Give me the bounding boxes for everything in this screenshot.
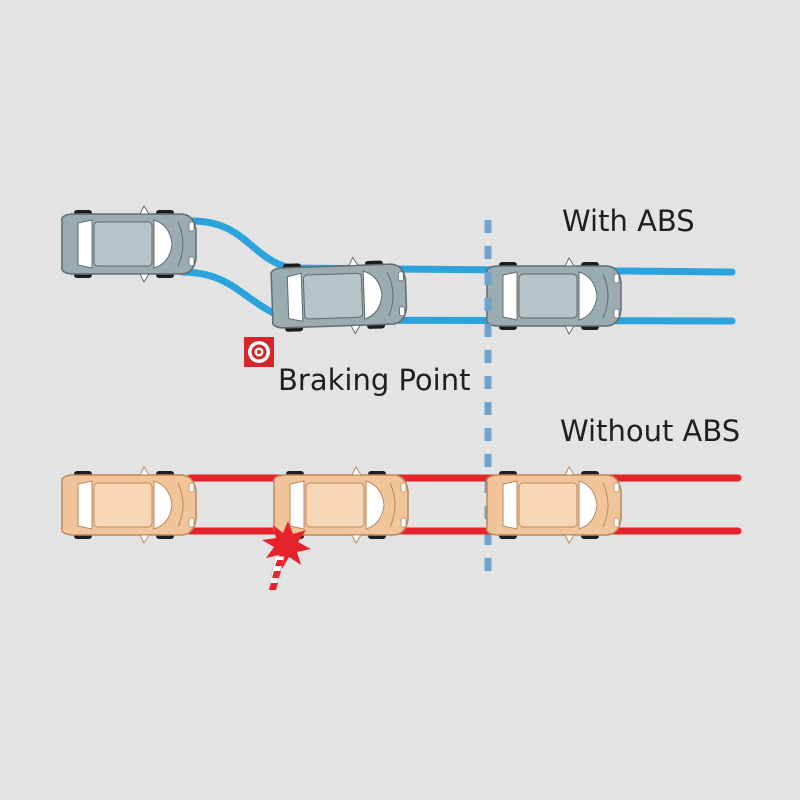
- car-with-abs-braking: [269, 254, 409, 338]
- without-abs-section: Without ABS: [60, 414, 742, 591]
- car-without-abs-start: [60, 466, 197, 544]
- collision-burst-icon: [262, 521, 311, 569]
- with-abs-track-lower: [178, 268, 736, 325]
- car-with-abs-start: [60, 205, 197, 283]
- without-abs-label: Without ABS: [560, 414, 740, 448]
- with-abs-section: With ABS: [60, 204, 736, 338]
- braking-point-marker: Braking Point: [244, 337, 470, 397]
- car-without-abs-stopped: [485, 466, 622, 544]
- braking-point-label: Braking Point: [278, 363, 470, 397]
- car-with-abs-stopped: [485, 257, 622, 335]
- car-without-abs-braking: [272, 466, 409, 544]
- target-icon: [244, 337, 274, 367]
- traffic-cone-icon: [268, 555, 285, 591]
- with-abs-label: With ABS: [562, 204, 695, 238]
